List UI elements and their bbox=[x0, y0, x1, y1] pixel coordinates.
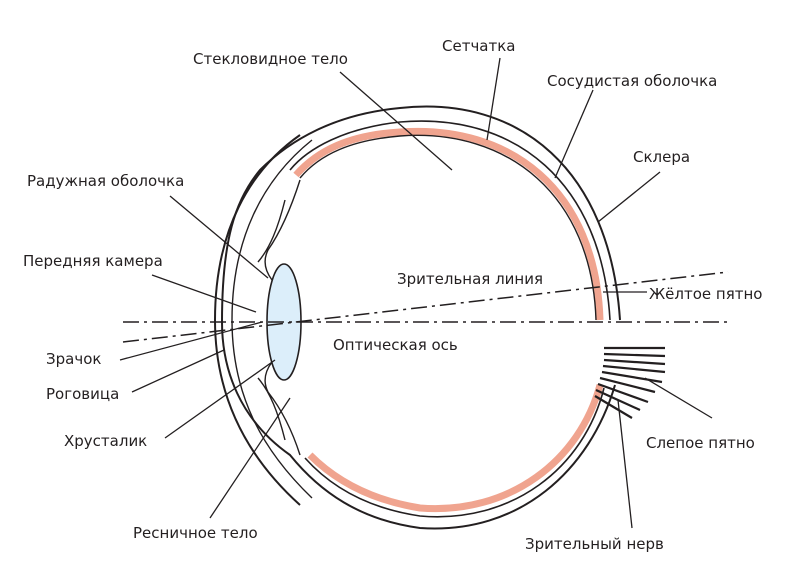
iris-upper bbox=[257, 179, 301, 281]
retina-band-lower bbox=[307, 384, 604, 513]
leader-optic-nerve bbox=[617, 399, 633, 529]
label-retina: Сетчатка bbox=[442, 37, 516, 55]
inner-wall-lower bbox=[304, 387, 605, 518]
label-cornea: Роговица bbox=[46, 385, 120, 403]
iris-lower bbox=[257, 361, 301, 456]
leader-vitreous bbox=[339, 71, 453, 171]
label-optic-nerve: Зрительный нерв bbox=[525, 535, 664, 553]
leader-anterior-chamber bbox=[151, 274, 257, 313]
inner-wall-outline bbox=[299, 134, 597, 321]
label-iris: Радужная оболочка bbox=[27, 172, 185, 190]
label-ciliary-body: Ресничное тело bbox=[133, 524, 258, 542]
label-sclera: Склера bbox=[633, 148, 691, 166]
label-anterior-chamber: Передняя камера bbox=[23, 252, 163, 270]
label-visual-line: Зрительная линия bbox=[397, 270, 543, 288]
cornea-outline bbox=[213, 134, 301, 506]
retina-band bbox=[293, 127, 604, 321]
leader-iris bbox=[169, 195, 269, 279]
leader-lines bbox=[119, 57, 713, 529]
label-pupil: Зрачок bbox=[46, 350, 102, 368]
leader-choroid bbox=[554, 89, 594, 179]
label-blind-spot: Слепое пятно bbox=[646, 434, 755, 452]
label-lens: Хрусталик bbox=[64, 432, 148, 450]
leader-pupil bbox=[119, 321, 263, 361]
sclera-outline bbox=[220, 105, 621, 530]
leader-ciliary bbox=[209, 397, 291, 519]
cornea-inner bbox=[231, 139, 313, 499]
label-vitreous-body: Стекловидное тело bbox=[193, 50, 348, 68]
leader-retina bbox=[486, 57, 501, 141]
label-choroid: Сосудистая оболочка bbox=[547, 72, 718, 90]
leader-blind-spot bbox=[644, 377, 713, 419]
leader-lens bbox=[164, 359, 276, 439]
choroid-outline bbox=[289, 120, 611, 321]
visual-line bbox=[122, 271, 729, 343]
label-macula: Жёлтое пятно bbox=[649, 285, 763, 303]
leader-sclera bbox=[597, 171, 661, 223]
label-optical-axis: Оптическая ось bbox=[333, 336, 458, 354]
leader-cornea bbox=[131, 349, 225, 393]
